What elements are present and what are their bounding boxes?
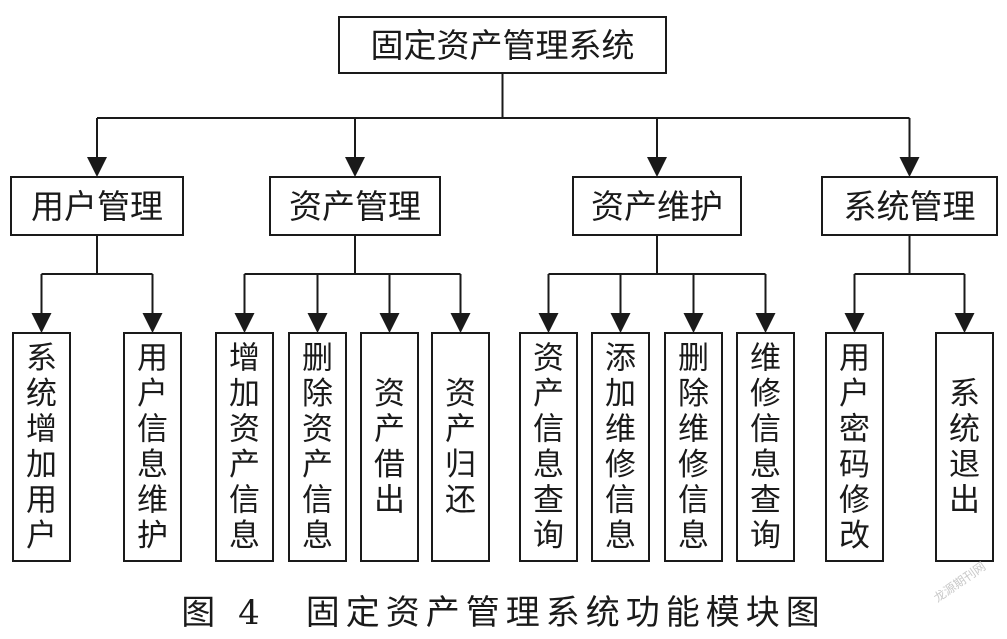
function-box xyxy=(360,332,419,562)
module-label: 系统管理 xyxy=(844,187,976,226)
arrow-head xyxy=(647,157,667,177)
arrow-head xyxy=(683,313,704,333)
function-label: 用户信息维护 xyxy=(137,340,168,554)
function-label: 资产信息查询 xyxy=(533,340,564,554)
module-box xyxy=(821,176,998,236)
function-label: 维修信息查询 xyxy=(750,340,781,554)
function-label: 系统退出 xyxy=(949,376,980,519)
arrow-head xyxy=(345,157,365,177)
function-box xyxy=(825,332,884,562)
module-label: 资产管理 xyxy=(289,187,421,226)
function-label: 删除资产信息 xyxy=(302,340,333,554)
function-box xyxy=(12,332,71,562)
module-box xyxy=(572,176,742,236)
arrow-head xyxy=(142,313,163,333)
arrow-head xyxy=(87,157,107,177)
arrow-head xyxy=(538,313,559,333)
function-box xyxy=(288,332,347,562)
arrow-head xyxy=(379,313,400,333)
module-label: 用户管理 xyxy=(31,187,163,226)
function-box xyxy=(935,332,994,562)
function-box xyxy=(519,332,578,562)
root-node-label: 固定资产管理系统 xyxy=(371,26,635,65)
arrow-head xyxy=(755,313,776,333)
arrow-head xyxy=(844,313,865,333)
function-label: 资产归还 xyxy=(445,376,476,519)
function-box xyxy=(123,332,182,562)
function-label: 增加资产信息 xyxy=(229,340,260,554)
function-box xyxy=(664,332,723,562)
arrow-head xyxy=(899,157,920,177)
module-box xyxy=(269,176,441,236)
function-label: 资产借出 xyxy=(374,376,405,519)
function-label: 系统增加用户 xyxy=(26,340,57,554)
function-label: 用户密码修改 xyxy=(839,340,870,554)
function-box xyxy=(736,332,795,562)
arrow-head xyxy=(234,313,255,333)
arrow-head xyxy=(450,313,471,333)
function-box xyxy=(431,332,490,562)
figure-caption: 图 4 固定资产管理系统功能模块图 xyxy=(181,593,826,633)
function-label: 删除维修信息 xyxy=(678,340,709,554)
arrow-head xyxy=(610,313,631,333)
module-box xyxy=(10,176,184,236)
arrow-head xyxy=(31,313,52,333)
arrow-head xyxy=(954,313,975,333)
function-box xyxy=(591,332,650,562)
arrow-head xyxy=(307,313,328,333)
function-label: 添加维修信息 xyxy=(605,340,636,554)
function-box xyxy=(215,332,274,562)
module-label: 资产维护 xyxy=(591,187,723,226)
root-node-box xyxy=(338,16,667,74)
